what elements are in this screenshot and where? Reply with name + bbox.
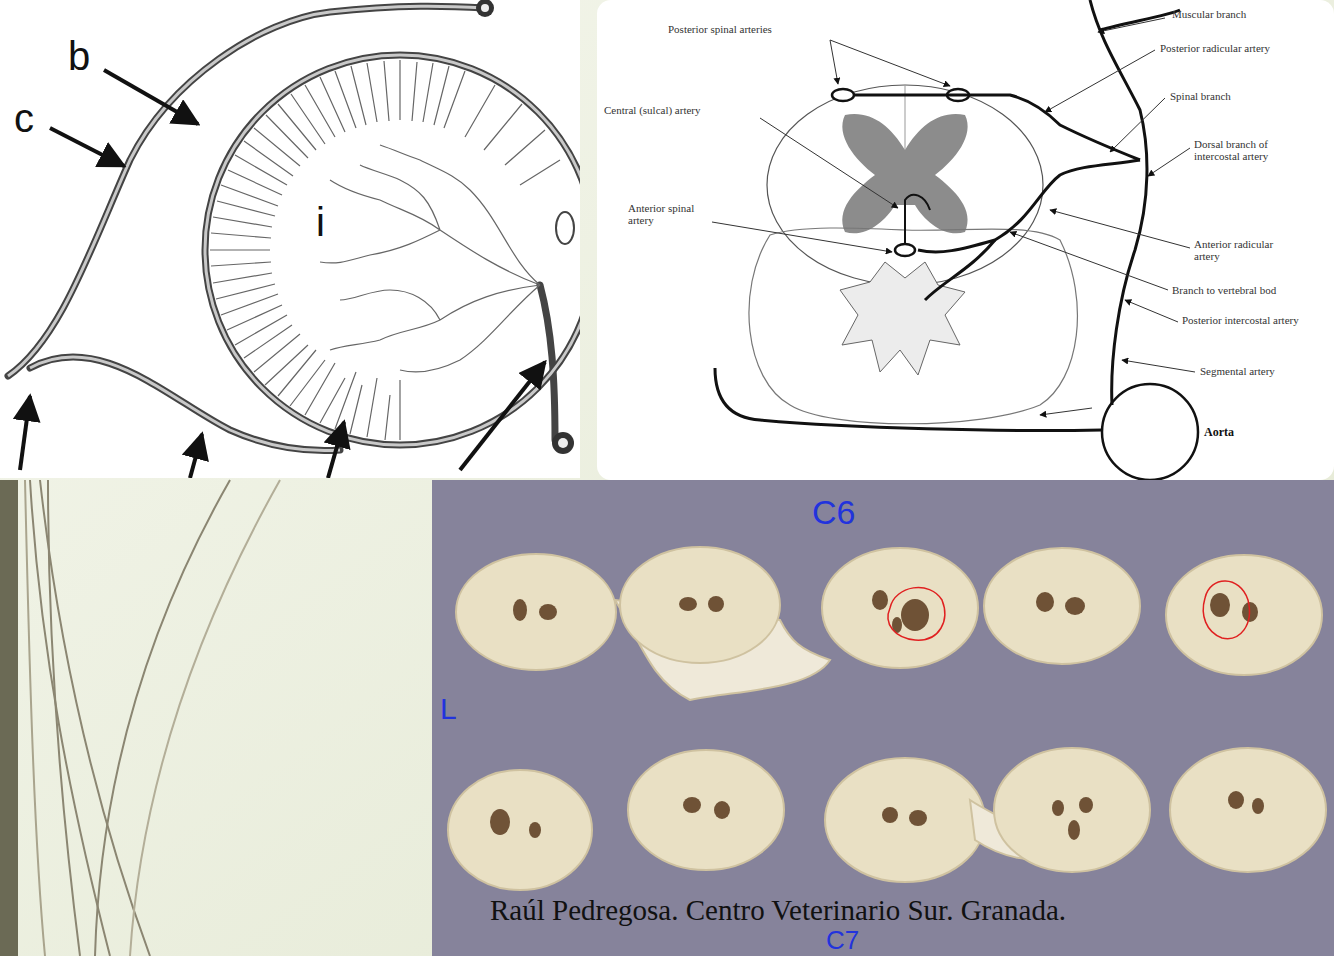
artery-label: Posterior spinal arteries xyxy=(668,23,772,35)
artery-label: Segmental artery xyxy=(1200,365,1275,377)
side-label: L xyxy=(440,692,457,725)
decor-curves xyxy=(25,480,280,956)
part-letter: c xyxy=(14,96,34,140)
aorta-label: Aorta xyxy=(1204,426,1234,439)
artery-label: Branch to vertebral bod xyxy=(1172,284,1276,296)
artery-label: Anterior radicular artery xyxy=(1194,238,1294,262)
photo-credit: Raúl Pedregosa. Centro Veterinario Sur. … xyxy=(490,895,1066,927)
artery-label: Posterior intercostal artery xyxy=(1182,314,1312,326)
side-bar xyxy=(0,480,18,956)
artery-label: Muscular branch xyxy=(1172,8,1246,20)
segment-label: C6 xyxy=(812,494,855,531)
cord-slices-photo xyxy=(432,480,1334,956)
artery-label: Anterior spinal artery xyxy=(628,202,708,226)
segment-label: C7 xyxy=(826,926,859,955)
artery-label: Posterior radicular artery xyxy=(1160,42,1270,54)
vascular-supply-diagram xyxy=(597,0,1334,480)
part-letter: i xyxy=(316,200,325,244)
artery-label: Central (sulcal) artery xyxy=(604,104,701,116)
artery-label: Dorsal branch of intercostal artery xyxy=(1194,138,1294,162)
part-letter: b xyxy=(68,34,90,78)
cord-vessel-illustration xyxy=(0,0,580,478)
artery-label: Spinal branch xyxy=(1170,90,1231,102)
